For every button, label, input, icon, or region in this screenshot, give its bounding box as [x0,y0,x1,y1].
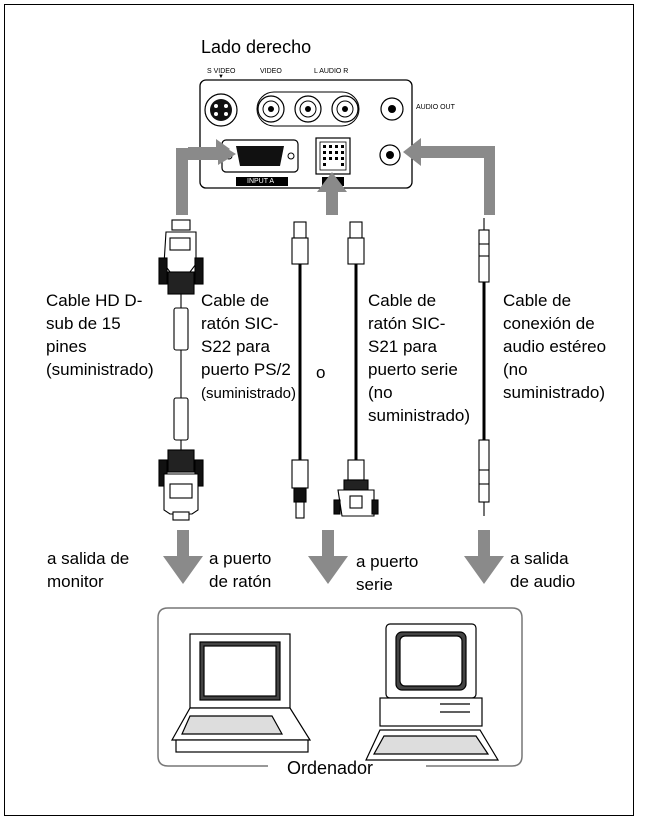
ps2-mouse-cable [291,221,309,519]
audio-lr-label: L AUDIO R [314,68,349,75]
panel-title: Lado derecho [201,37,312,57]
video-label: VIDEO [260,68,282,75]
dest-mouse-line-1: a puerto [209,549,272,568]
dest-serial-line-1: a puerto [356,552,419,571]
dest-monitor-line-2: monitor [47,572,104,591]
audio-out-label: AUDIO OUT [416,104,455,111]
audio-cable-line-5: suministrado) [503,383,606,402]
computer-label: Ordenador [287,758,374,778]
audio-cable-line-2: conexión de [503,314,595,333]
serial-cable-line-4: puerto serie [368,360,458,379]
hd-cable-line-4: (suministrado) [46,360,154,379]
hd-cable-line-3: pines [46,337,87,356]
serial-cable-line-1: Cable de [368,291,437,310]
dest-mouse-line-2: de ratón [209,572,272,591]
dest-serial-line-2: serie [356,575,393,594]
serial-cable-line-2: ratón SIC- [368,314,446,333]
dest-audio-line-2: de audio [510,572,576,591]
dest-monitor-line-1: a salida de [47,549,130,568]
hd-cable-line-1: Cable HD D- [46,291,143,310]
computers-group [157,607,523,767]
dest-audio-line-1: a salida [510,549,569,568]
s-video-marker: ▼ [218,74,224,80]
audio-cable-line-3: audio estéreo [503,337,607,356]
ps2-cable-line-4: puerto PS/2 [201,360,291,379]
ps2-cable-line-3: S22 para [201,337,270,356]
down-arrows [163,530,504,584]
gray-connection-arrows [176,138,495,215]
serial-cable-line-6: suministrado) [368,406,471,425]
figure-frame [4,4,634,816]
audio-cable-line-4: (no [503,360,528,379]
hd-cable-line-2: sub de 15 [46,314,121,333]
serial-mouse-cable [333,221,379,517]
serial-cable-line-3: S21 para [368,337,437,356]
or-label: o [316,363,326,382]
ps2-cable-line-1: Cable de [201,291,270,310]
projector-side-panel [199,79,413,189]
input-a-label: INPUT A [247,178,275,185]
ps2-cable-line-2: ratón SIC- [201,314,279,333]
audio-cable-line-1: Cable de [503,291,572,310]
ps2-cable-line-5: (suministrado) [201,385,297,402]
s-video-label: S VIDEO [207,68,236,75]
serial-cable-line-5: (no [368,383,393,402]
audio-cable [478,218,490,516]
hd-dsub-cable [158,219,204,521]
desktop-computer-icon [365,623,500,761]
laptop-icon [170,633,312,753]
